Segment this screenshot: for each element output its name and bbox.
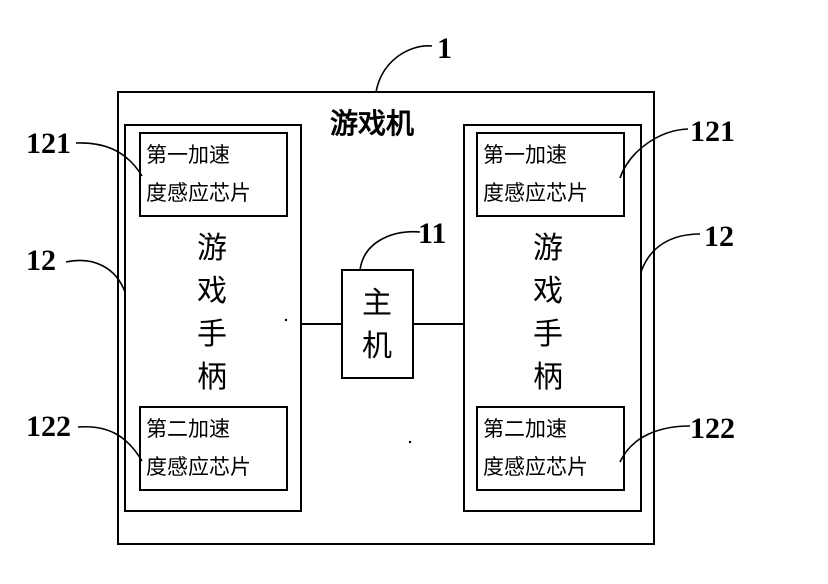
right-controller-char-4: 柄 [533,360,563,395]
scan-dot [408,440,412,444]
right-controller-char-2: 戏 [533,274,563,309]
left-controller-box [124,124,302,512]
console-label: 游戏机 [330,107,414,140]
right-controller-box [463,124,642,512]
left-chip2-line2: 度感应芯片 [146,455,251,479]
right-chip2-line2: 度感应芯片 [483,455,588,479]
right-chip1-line2: 度感应芯片 [483,181,588,205]
left-controller-ref: 12 [26,244,56,277]
host-label-1: 主 [362,286,392,321]
console-ref-leader [375,45,433,93]
left-chip2-box [139,406,288,491]
right-chip2-line1: 第二加速 [483,417,567,441]
left-chip2-leader [77,425,143,462]
left-chip1-line2: 度感应芯片 [146,181,251,205]
right-controller-leader [640,233,701,273]
right-chip1-leader [619,128,689,179]
host-label-2: 机 [362,329,392,364]
host-ref-leader [359,230,421,271]
left-chip1-ref: 121 [26,127,71,160]
right-chip1-box [476,132,625,217]
left-chip1-leader [75,142,143,177]
left-controller-char-1: 游 [197,231,227,266]
left-controller-char-4: 柄 [197,360,227,395]
right-chip1-line1: 第一加速 [483,143,567,167]
right-controller-char-3: 手 [533,317,563,352]
left-chip1-line1: 第一加速 [146,143,230,167]
left-controller-leader [65,259,126,293]
right-controller-char-1: 游 [533,231,563,266]
scan-dot [284,318,288,322]
right-chip2-box [476,406,625,491]
left-controller-char-2: 戏 [197,274,227,309]
console-box [117,91,655,545]
right-chip1-ref: 121 [690,115,735,148]
right-chip2-leader [619,425,691,463]
left-controller-char-3: 手 [197,317,227,352]
right-controller-ref: 12 [704,220,734,253]
left-chip2-ref: 122 [26,410,71,443]
console-ref: 1 [437,32,452,65]
left-chip1-box [139,132,288,217]
left-chip2-line1: 第二加速 [146,417,230,441]
host-ref: 11 [418,217,446,250]
right-chip2-ref: 122 [690,412,735,445]
